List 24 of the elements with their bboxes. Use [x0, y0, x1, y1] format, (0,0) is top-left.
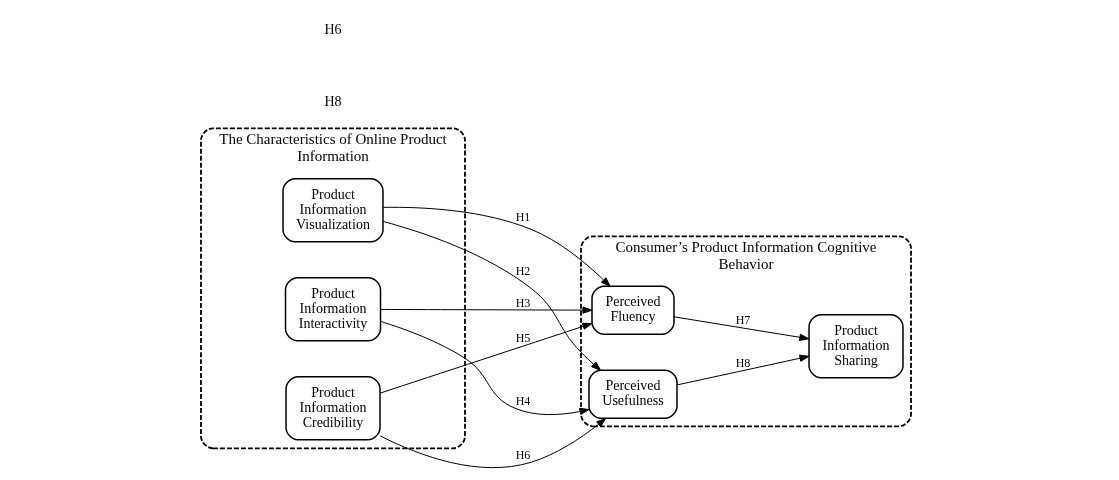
edge-label: H2	[515, 263, 530, 278]
arrow	[379, 322, 592, 394]
edge-label: H4	[515, 393, 530, 408]
node-box: Product Information Sharing	[807, 314, 904, 379]
arrow	[673, 316, 809, 341]
arrow	[382, 220, 601, 371]
node-box: Product Information Interactivity	[284, 277, 381, 342]
edge-label: H6	[515, 447, 530, 462]
arrow	[379, 320, 589, 416]
arrow	[676, 354, 809, 386]
edge-label: H7	[735, 312, 750, 327]
edge-label: H3	[515, 295, 530, 310]
node-box: Product Information Visualization	[281, 178, 384, 243]
arrow	[379, 306, 592, 314]
arrow	[379, 418, 606, 469]
edge-label: H1	[515, 209, 530, 224]
node-box: Perceived Usefulness	[587, 369, 678, 420]
arrow	[382, 206, 611, 287]
edge-label: H8	[735, 355, 750, 370]
label: H8	[323, 93, 342, 109]
edge-label: H5	[515, 330, 530, 345]
node-box: Perceived Fluency	[590, 285, 675, 336]
node-box: Product Information Credibility	[284, 376, 381, 441]
label: H6	[323, 21, 342, 37]
